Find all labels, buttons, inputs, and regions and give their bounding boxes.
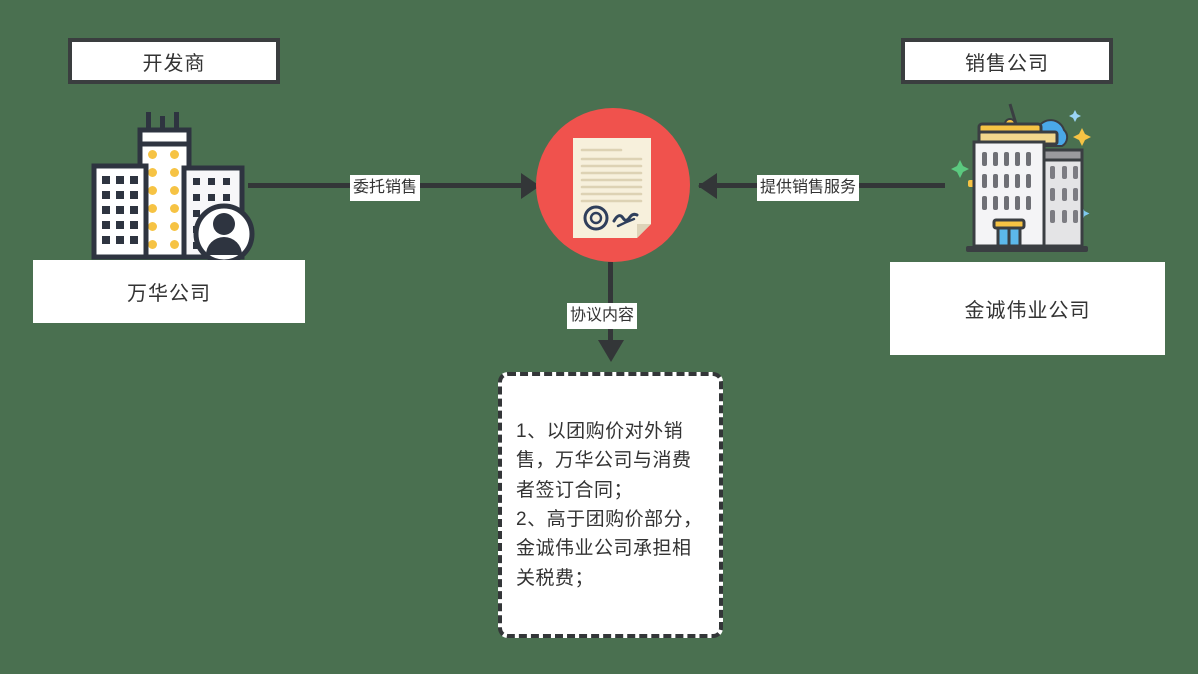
entrust-sales-label: 委托销售 xyxy=(350,175,421,201)
sales-company-title-label: 销售公司 xyxy=(965,52,1049,75)
developer-title-box: 开发商 xyxy=(68,38,280,84)
provide-service-arrow-head xyxy=(698,173,717,199)
agreement-terms-box: 1、以团购价对外销售，万华公司与消费者签订合同； 2、高于团购价部分，金诚伟业公… xyxy=(498,372,723,638)
contract-document-icon xyxy=(573,138,651,238)
provide-sales-service-label: 提供销售服务 xyxy=(757,175,860,201)
agreement-content-arrow-head xyxy=(598,340,624,362)
developer-title-label: 开发商 xyxy=(142,52,206,75)
sales-company-title-box: 销售公司 xyxy=(901,38,1113,84)
office-buildings-with-person-icon xyxy=(84,112,264,265)
entrust-sales-arrow-head xyxy=(521,173,540,199)
developer-name-label: 万华公司 xyxy=(127,283,211,305)
sales-company-name-box: 金诚伟业公司 xyxy=(890,262,1165,355)
agreement-content-label: 协议内容 xyxy=(567,303,638,329)
agreement-terms-text: 1、以团购价对外销售，万华公司与消费者签订合同； 2、高于团购价部分，金诚伟业公… xyxy=(516,420,703,589)
developer-name-box: 万华公司 xyxy=(33,260,305,323)
sales-company-name-label: 金诚伟业公司 xyxy=(964,300,1091,322)
office-building-icon xyxy=(946,102,1108,254)
